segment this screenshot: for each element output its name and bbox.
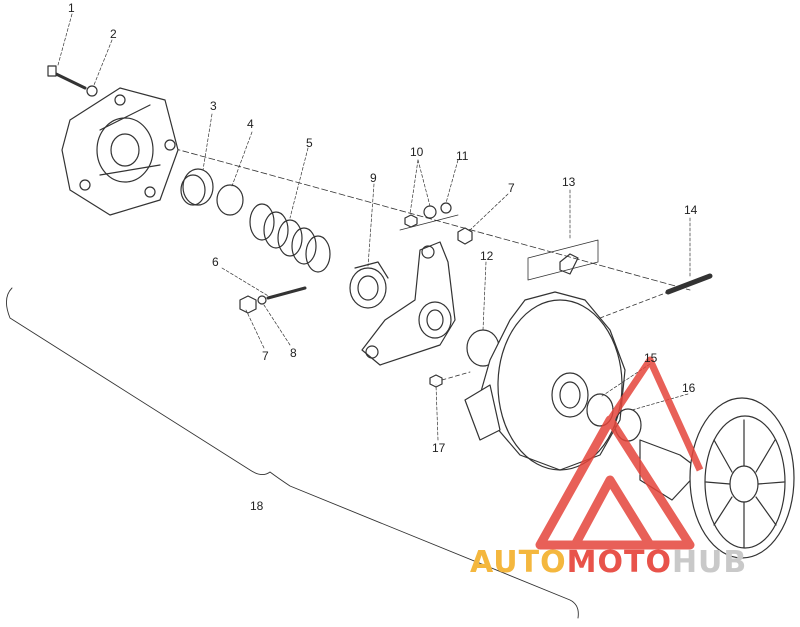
small-hardware-part (399, 202, 459, 231)
spider-arm-part (361, 241, 456, 366)
assembly-bracket (6, 287, 579, 619)
callout-11: 11 (456, 149, 469, 163)
clip-part (527, 239, 599, 281)
leader-lines (57, 13, 691, 441)
nut-part-17 (429, 374, 443, 388)
watermark-text: AUTOMOTOHUB (470, 546, 747, 580)
nut-part-lower (239, 295, 257, 314)
callout-4: 4 (247, 117, 254, 131)
cover-plate-part (61, 87, 179, 216)
callout-13: 13 (562, 175, 576, 189)
callout-10: 10 (410, 145, 424, 159)
callout-1: 1 (68, 1, 75, 15)
snap-ring-part (216, 184, 244, 216)
watermark-part-hub: HUB (671, 545, 748, 580)
long-pin-part (599, 273, 713, 319)
watermark-part-moto: MOTO (566, 545, 672, 580)
callout-17: 17 (432, 441, 446, 455)
callout-3: 3 (210, 99, 217, 113)
callout-5: 5 (306, 136, 313, 150)
callout-18: 18 (250, 499, 264, 513)
watermark-logo (535, 356, 704, 550)
watermark-part-auto: AUTO (470, 545, 567, 580)
movable-sheave-part (464, 291, 626, 471)
center-axis-line (69, 119, 691, 291)
callout-14: 14 (684, 203, 698, 217)
callout-12: 12 (480, 249, 494, 263)
washer-part (86, 85, 98, 97)
callout-16: 16 (682, 381, 696, 395)
spring-part (249, 203, 331, 273)
callout-9: 9 (370, 171, 377, 185)
callout-2: 2 (110, 27, 117, 41)
callout-7-lower: 7 (262, 349, 269, 363)
bushing-part (180, 168, 214, 206)
nut-part-upper (457, 227, 473, 245)
fixed-sheave-part (639, 397, 795, 559)
callout-7-upper: 7 (508, 181, 515, 195)
pin-part (266, 286, 307, 300)
roller-part (349, 261, 389, 309)
callout-15: 15 (644, 351, 658, 365)
callout-8: 8 (290, 346, 297, 360)
bolt-part (47, 65, 87, 90)
small-ring-part (257, 295, 267, 305)
callout-6: 6 (212, 255, 219, 269)
